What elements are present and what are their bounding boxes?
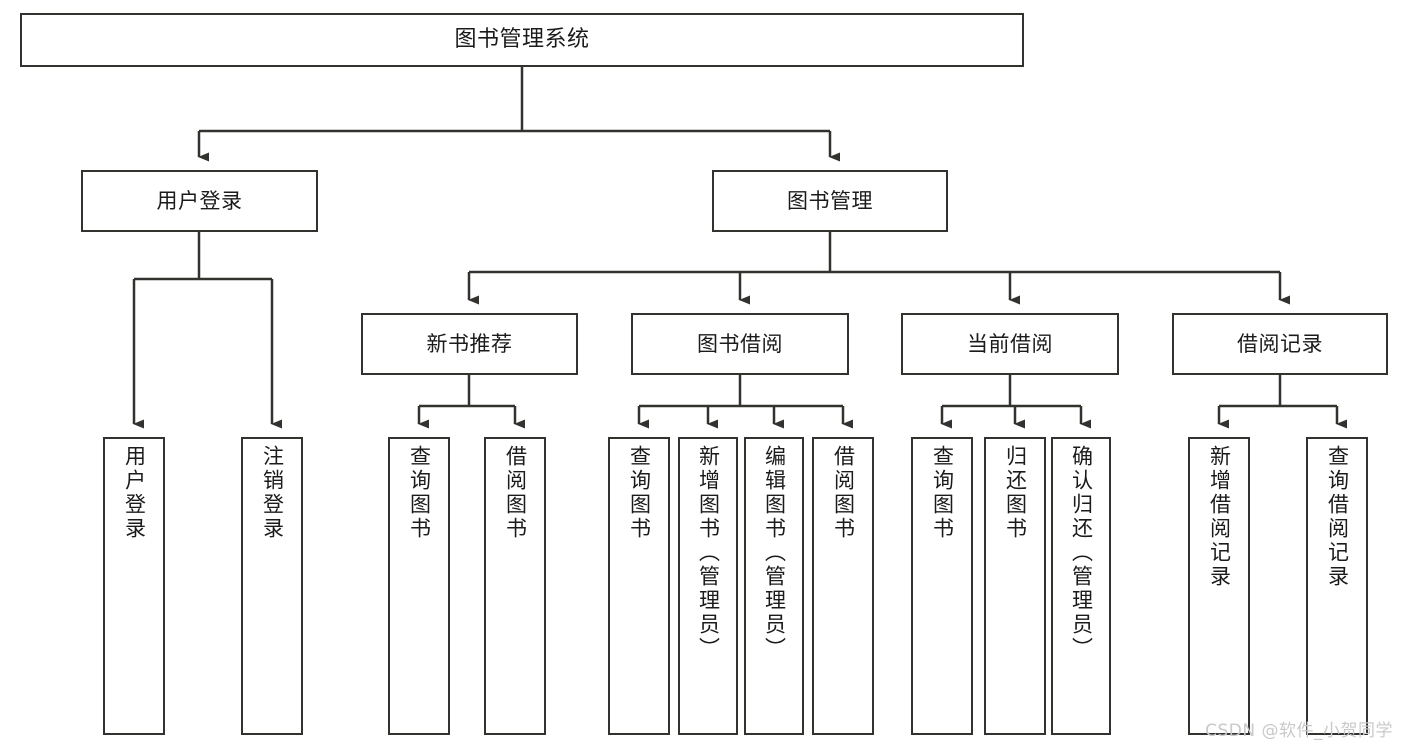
node-leaf-edit-book[interactable]: 编辑图书（管理员） — [744, 437, 804, 735]
node-leaf-add-book[interactable]: 新增图书（管理员） — [678, 437, 738, 735]
node-borrow-record-label: 借阅记录 — [1237, 331, 1323, 356]
node-leaf-borrow-book-1[interactable]: 借阅图书 — [484, 437, 546, 735]
node-current-borrow-label: 当前借阅 — [967, 331, 1053, 356]
node-leaf-confirm-return[interactable]: 确认归还（管理员） — [1051, 437, 1111, 735]
node-book-borrow-label: 图书借阅 — [697, 331, 783, 356]
node-new-book-recommend-label: 新书推荐 — [426, 331, 513, 356]
node-leaf-query-record[interactable]: 查询借阅记录 — [1306, 437, 1368, 735]
node-leaf-query-book-3[interactable]: 查询图书 — [911, 437, 973, 735]
node-leaf-return-book[interactable]: 归还图书 — [984, 437, 1046, 735]
node-leaf-query-book-2-label: 查询图书 — [627, 445, 652, 541]
node-leaf-borrow-book-2[interactable]: 借阅图书 — [812, 437, 874, 735]
node-leaf-logout[interactable]: 注销登录 — [241, 437, 303, 735]
node-leaf-edit-book-label: 编辑图书（管理员） — [762, 445, 787, 661]
node-leaf-user-login[interactable]: 用户登录 — [103, 437, 165, 735]
node-leaf-return-book-label: 归还图书 — [1003, 445, 1028, 541]
node-current-borrow[interactable]: 当前借阅 — [901, 313, 1119, 375]
node-book-manage[interactable]: 图书管理 — [712, 170, 948, 232]
node-leaf-borrow-book-2-label: 借阅图书 — [831, 445, 856, 541]
node-leaf-borrow-book-1-label: 借阅图书 — [503, 445, 528, 541]
node-leaf-logout-label: 注销登录 — [260, 445, 285, 541]
csdn-watermark: CSDN @软件_小贺同学 — [1205, 721, 1393, 741]
node-book-borrow[interactable]: 图书借阅 — [631, 313, 849, 375]
node-root[interactable]: 图书管理系统 — [20, 13, 1024, 67]
node-leaf-query-book-2[interactable]: 查询图书 — [608, 437, 670, 735]
node-user-login-label: 用户登录 — [156, 188, 243, 213]
node-leaf-add-record-label: 新增借阅记录 — [1207, 445, 1232, 589]
node-borrow-record[interactable]: 借阅记录 — [1172, 313, 1388, 375]
node-leaf-user-login-label: 用户登录 — [122, 445, 147, 541]
node-new-book-recommend[interactable]: 新书推荐 — [361, 313, 578, 375]
node-user-login[interactable]: 用户登录 — [81, 170, 318, 232]
node-leaf-query-book-1-label: 查询图书 — [407, 445, 432, 541]
node-leaf-query-book-1[interactable]: 查询图书 — [388, 437, 450, 735]
node-leaf-add-book-label: 新增图书（管理员） — [696, 445, 721, 661]
node-leaf-confirm-return-label: 确认归还（管理员） — [1069, 445, 1094, 661]
node-leaf-query-book-3-label: 查询图书 — [930, 445, 955, 541]
node-root-label: 图书管理系统 — [454, 27, 590, 53]
node-book-manage-label: 图书管理 — [787, 188, 873, 213]
node-leaf-add-record[interactable]: 新增借阅记录 — [1188, 437, 1250, 735]
node-leaf-query-record-label: 查询借阅记录 — [1325, 445, 1350, 589]
